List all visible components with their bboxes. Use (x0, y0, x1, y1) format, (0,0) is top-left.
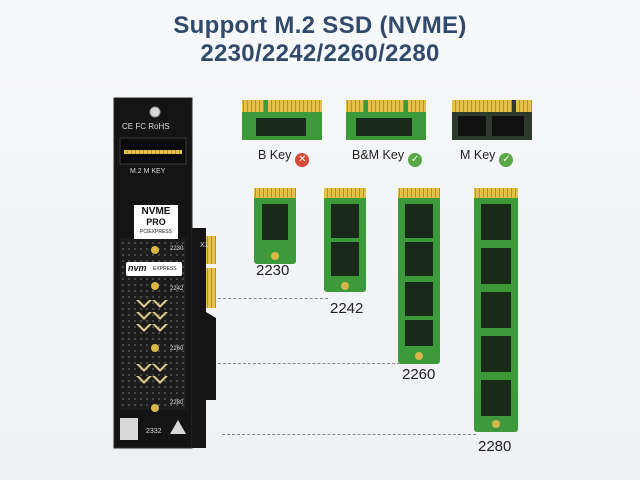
size-label-2280: 2280 (478, 438, 512, 455)
card-2260-label: 2260 (170, 346, 184, 352)
key-label-b-text: B Key (258, 148, 292, 162)
mount-hole-icon (149, 106, 161, 118)
card-bracket-edge (192, 228, 216, 448)
pro-text: PRO (146, 217, 166, 227)
supported-check-icon: ✓ (499, 153, 514, 167)
standoff-2280-icon (151, 404, 159, 412)
key-label-b: B Key✕ (258, 148, 310, 167)
size-label-2230: 2230 (256, 262, 290, 279)
standoff-2242-icon (151, 282, 159, 290)
ssd-2230 (254, 188, 296, 264)
card-2280-label: 2280 (170, 400, 184, 406)
pcie-fingers-top (206, 236, 216, 264)
key-label-m-text: M Key (460, 148, 496, 162)
adapter-card (113, 97, 216, 449)
card-2242-label: 2242 (170, 286, 184, 292)
unsupported-x-icon: ✕ (295, 153, 310, 167)
guide-2280 (222, 434, 476, 435)
warning-icon (170, 420, 186, 434)
key-label-m: M Key✓ (460, 148, 514, 167)
arrow-marks (136, 300, 168, 384)
nvm-express-logo (126, 262, 182, 276)
nvm-logo-text: nvm (128, 263, 147, 273)
nvme-pro-logo (134, 205, 178, 239)
card-bottom-code: 2332 (146, 428, 162, 435)
nvme-text: NVME (141, 206, 171, 217)
nvm-express-text: EXPRESS (153, 266, 177, 272)
ssd-2242 (324, 188, 366, 292)
m2-slot-pins (124, 150, 182, 154)
heading-line-2: 2230/2242/2260/2280 (200, 40, 440, 67)
key-label-bm: B&M Key✓ (352, 148, 423, 167)
pcie-fingers-bottom (206, 268, 216, 308)
bm-key-ssd (346, 100, 426, 140)
card-key-label: M.2 M KEY (130, 168, 166, 175)
key-label-bm-text: B&M Key (352, 148, 405, 162)
card-cert-marks: CE FC RoHS (122, 122, 170, 131)
size-label-2260: 2260 (402, 366, 436, 383)
b-key-ssd (242, 100, 322, 140)
pciexpress-text: PCIEXPRESS (140, 229, 172, 235)
guide-2242 (218, 298, 328, 299)
card-x1-label: X1 (200, 242, 209, 249)
size-label-2242: 2242 (330, 300, 364, 317)
ssd-2280 (474, 188, 518, 432)
standoff-2230-icon (151, 246, 159, 254)
ssd-2260 (398, 188, 440, 364)
m-key-ssd (452, 100, 532, 140)
card-2230-label: 2230 (170, 246, 184, 252)
guide-2260 (218, 363, 400, 364)
heading-line-1: Support M.2 SSD (NVME) (173, 12, 467, 39)
card-bottom-pad (120, 418, 138, 440)
standoff-2260-icon (151, 344, 159, 352)
supported-check-icon: ✓ (408, 153, 423, 167)
